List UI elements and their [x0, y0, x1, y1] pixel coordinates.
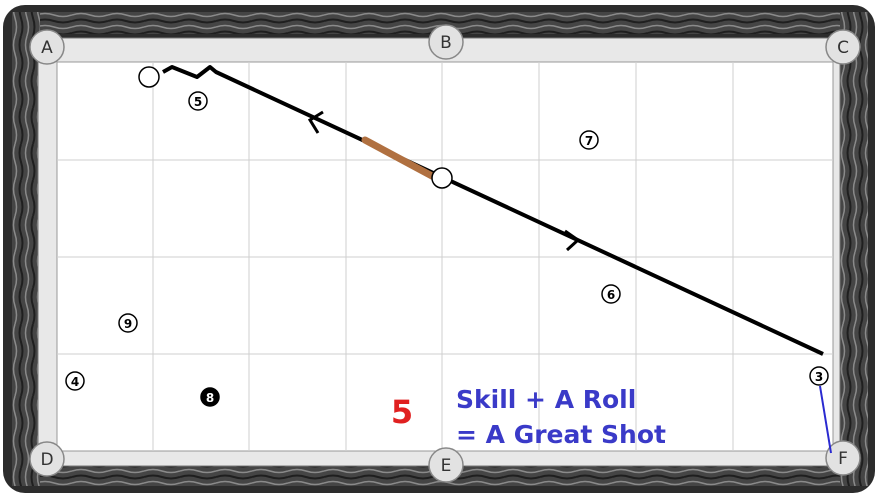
ball-8: 8 [201, 388, 219, 406]
ball-5: 5 [189, 92, 207, 110]
ball-3: 3 [810, 367, 828, 385]
ball-3-number: 3 [815, 370, 823, 384]
pocket-b: B [429, 25, 463, 59]
pocket-label-e: E [441, 456, 452, 476]
cue-ball [432, 168, 452, 188]
ball-4-number: 4 [71, 375, 79, 389]
pocket-label-b: B [440, 33, 452, 53]
pocket-d: D [30, 442, 64, 476]
ball-7: 7 [580, 131, 598, 149]
pocket-e: E [429, 448, 463, 482]
ball-8-number: 8 [206, 391, 214, 405]
caption-line-2: = A Great Shot [456, 420, 666, 449]
shot-number: 5 [391, 393, 413, 431]
ball-9-number: 9 [124, 317, 132, 331]
pocket-label-d: D [40, 450, 53, 470]
pocket-label-a: A [41, 38, 53, 58]
cue-ball-final [139, 67, 159, 87]
ball-6-number: 6 [607, 288, 615, 302]
ball-9: 9 [119, 314, 137, 332]
right-rail [840, 12, 868, 486]
pocket-label-f: F [838, 449, 848, 469]
left-rail [12, 12, 40, 486]
ball-7-number: 7 [585, 134, 593, 148]
ball-6: 6 [602, 285, 620, 303]
pocket-label-c: C [837, 38, 849, 58]
pocket-f: F [826, 441, 860, 475]
ball-5-number: 5 [194, 95, 202, 109]
pocket-c: C [826, 30, 860, 64]
pocket-a: A [30, 30, 64, 64]
caption-line-1: Skill + A Roll [456, 385, 636, 414]
ball-4: 4 [66, 372, 84, 390]
